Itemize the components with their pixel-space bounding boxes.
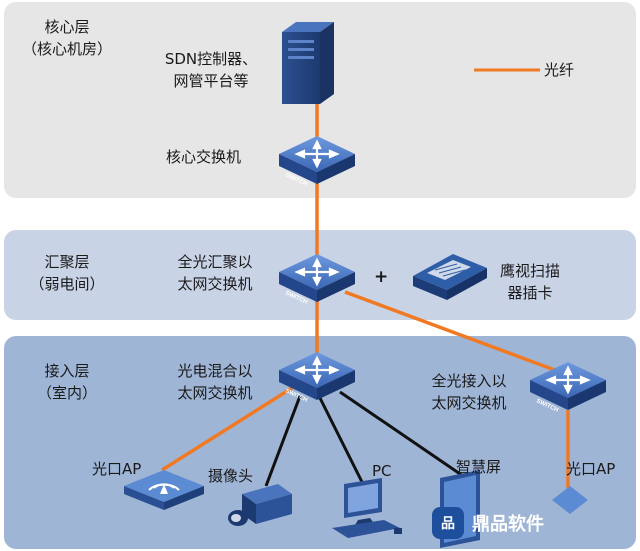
aggregation-layer-sub: （弱电间） (29, 275, 105, 293)
link-mix-camera (264, 395, 302, 487)
link-mix-pc (318, 397, 364, 483)
ap-left-label: 光口AP (92, 460, 142, 478)
copper-links (264, 390, 467, 487)
watermark-text: 鼎品软件 (472, 514, 544, 535)
all-optical-switch-label: 全光接入以 太网交换机 (414, 370, 524, 414)
pc-icon (332, 478, 402, 538)
camera-label: 摄像头 (208, 467, 254, 485)
core-layer-sub: （核心机房） (22, 40, 113, 58)
all-optical-switch-line2: 太网交换机 (431, 394, 507, 412)
access-layer-sub: （室内） (36, 384, 97, 402)
optical-ap-icon-right (552, 486, 588, 514)
optical-ap-icon-left (124, 470, 204, 510)
scanner-card-icon (413, 254, 487, 300)
core-switch-label: 核心交换机 (166, 148, 242, 166)
sdn-label: SDN控制器、 网管平台等 (150, 48, 272, 92)
all-optical-access-switch-icon: SWITCH (530, 362, 606, 414)
aggregation-layer-label: 汇聚层 （弱电间） (22, 251, 112, 295)
mixed-access-switch-icon: SWITCH (279, 352, 355, 404)
aggregation-switch-icon: SWITCH (279, 254, 355, 306)
link-mix-ap1 (161, 386, 293, 472)
link-mix-screen (339, 390, 467, 480)
legend-label: 光纤 (544, 61, 575, 79)
aggregation-layer-name: 汇聚层 (44, 253, 90, 271)
access-layer-name: 接入层 (44, 362, 90, 380)
watermark-logo-icon: 品 (432, 507, 464, 539)
aggregation-switch-label: 全光汇聚以 太网交换机 (160, 251, 270, 295)
mixed-switch-line2: 太网交换机 (177, 384, 253, 402)
scanner-card-label: 鹰视扫描 器插卡 (492, 260, 568, 304)
core-layer-name: 核心层 (44, 18, 90, 36)
core-switch-icon: SWITCH (279, 136, 355, 188)
mixed-switch-label: 光电混合以 太网交换机 (160, 360, 270, 404)
aggregation-switch-line2: 太网交换机 (177, 275, 253, 293)
access-layer-label: 接入层 （室内） (22, 360, 112, 404)
plus-sign: + (374, 267, 389, 287)
ap-right-label: 光口AP (566, 460, 616, 478)
sdn-label-line2: 网管平台等 (173, 72, 249, 90)
aggregation-switch-line1: 全光汇聚以 (177, 253, 253, 271)
mixed-switch-line1: 光电混合以 (177, 362, 253, 380)
fiber-links (161, 98, 570, 488)
scanner-card-line2: 器插卡 (507, 284, 553, 302)
pc-label: PC (372, 462, 392, 480)
scanner-card-line1: 鹰视扫描 (499, 262, 560, 280)
all-optical-switch-line1: 全光接入以 (431, 372, 507, 390)
watermark: 品 鼎品软件 (432, 496, 636, 550)
sdn-label-line1: SDN控制器、 (164, 50, 258, 68)
core-layer-label: 核心层 （核心机房） (22, 16, 112, 60)
link-agg-full (344, 290, 561, 374)
server-icon (282, 22, 334, 104)
camera-icon (228, 484, 292, 526)
smart-screen-label: 智慧屏 (456, 458, 502, 476)
